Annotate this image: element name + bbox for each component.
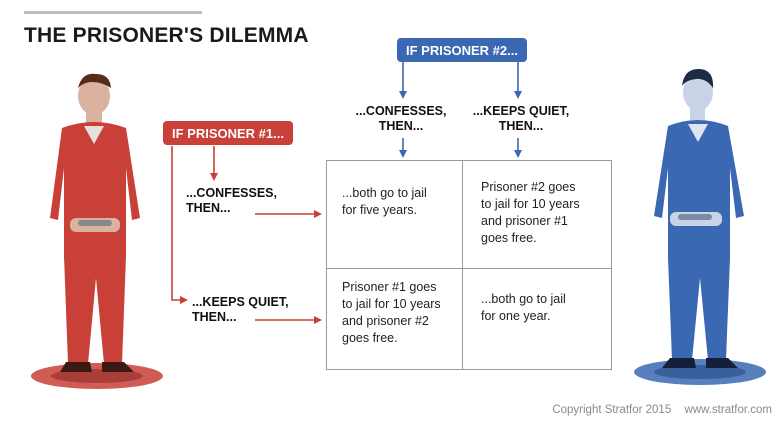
column-header-confesses: ...CONFESSES, THEN...	[355, 104, 447, 133]
prisoner-2-figure	[634, 68, 766, 385]
matrix-divider-horizontal	[327, 268, 611, 269]
top-accent-bar	[24, 11, 202, 14]
cell-both-confess: ...both go to jail for five years.	[342, 186, 427, 217]
row-header-keeps-quiet: ...KEEPS QUIET, THEN...	[192, 295, 289, 324]
cell-both-quiet: ...both go to jail for one year.	[481, 292, 566, 323]
column-header-keeps-quiet: ...KEEPS QUIET, THEN...	[472, 104, 570, 133]
prisoner-1-arrows	[171, 146, 322, 324]
payoff-matrix: ...both go to jail for five years. Priso…	[326, 160, 612, 370]
cell-p1-quiet-p2-confess: Prisoner #1 goes to jail for 10 years an…	[342, 280, 441, 345]
prisoner-2-tag: IF PRISONER #2...	[397, 38, 527, 62]
copyright-text: Copyright Stratfor 2015	[552, 404, 672, 416]
footer-credit: Copyright Stratfor 2015 www.stratfor.com	[552, 404, 772, 416]
website-text: www.stratfor.com	[684, 404, 772, 416]
row-header-confesses: ...CONFESSES, THEN...	[186, 186, 277, 215]
prisoner-1-figure	[31, 73, 163, 389]
prisoner-1-tag: IF PRISONER #1...	[163, 121, 293, 145]
cell-p1-confess-p2-quiet: Prisoner #2 goes to jail for 10 years an…	[481, 180, 580, 245]
matrix-divider-vertical	[462, 161, 463, 369]
page-title: THE PRISONER'S DILEMMA	[24, 24, 309, 47]
